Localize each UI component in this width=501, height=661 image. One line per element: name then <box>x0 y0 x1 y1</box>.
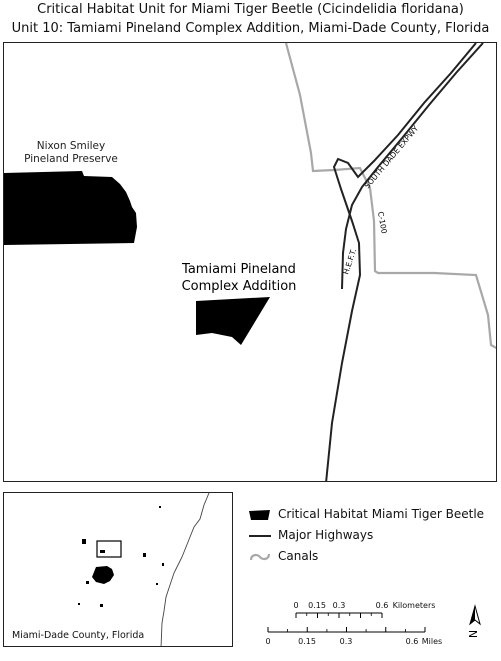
inset-label: Miami-Dade County, Florida <box>12 630 145 641</box>
main-map-svg <box>4 43 496 481</box>
highway-heft <box>325 43 477 481</box>
legend-highway-label: Major Highways <box>278 527 374 542</box>
inset-habitat-speck <box>143 553 146 557</box>
legend-highway-swatch-svg <box>249 534 271 537</box>
main-map-frame[interactable]: Nixon Smiley Pineland Preserve Tamiami P… <box>3 42 497 482</box>
inset-habitat-speck <box>162 563 164 566</box>
inset-habitat-speck <box>159 506 161 508</box>
scale-km-tick-1: 0.15 <box>308 601 326 610</box>
north-arrow-letter: N <box>467 630 480 638</box>
tamiami-pineland-habitat-polygon[interactable] <box>196 297 270 345</box>
legend-canal-swatch <box>248 549 272 563</box>
scale-mi-tick-2: 0.3 <box>339 637 353 646</box>
scale-bar-svg <box>267 612 426 633</box>
inset-habitat-speck <box>100 550 105 553</box>
nixon-smiley-preserve-polygon <box>4 171 137 245</box>
inset-habitat-speck <box>100 604 103 607</box>
inset-locator-box <box>96 540 122 558</box>
inset-habitat-speck <box>86 581 89 584</box>
scale-bar: 0 0.15 0.3 0.6 Kilometers 0 0.15 0.3 0.6… <box>262 598 442 650</box>
legend-item-habitat: Critical Habitat Miami Tiger Beetle <box>248 503 498 524</box>
highway-south-dade-expwy <box>341 43 484 290</box>
inset-habitat-cluster <box>92 566 114 584</box>
label-nixon-line-1: Nixon Smiley <box>36 140 106 152</box>
inset-map-svg <box>78 493 210 646</box>
label-tamiami-line-2: Complex Addition <box>181 279 297 294</box>
inset-habitat-speck <box>82 539 86 544</box>
north-arrow-icon: N <box>466 604 484 644</box>
legend-item-highways: Major Highways <box>248 524 498 545</box>
label-tamiami-pineland: Tamiami Pineland Complex Addition <box>164 261 314 295</box>
legend-habitat-label: Critical Habitat Miami Tiger Beetle <box>278 506 485 521</box>
label-tamiami-line-1: Tamiami Pineland <box>182 262 296 277</box>
scale-mi-tick-0: 0 <box>265 637 271 646</box>
label-nixon-smiley: Nixon Smiley Pineland Preserve <box>18 140 124 166</box>
legend-habitat-swatch-svg <box>249 509 270 520</box>
inset-habitat-speck <box>78 603 80 605</box>
scale-mi-unit: Miles <box>421 637 443 646</box>
legend-habitat-swatch <box>248 507 272 521</box>
canal-c100 <box>284 43 496 350</box>
inset-coastline <box>160 493 210 646</box>
scale-mi-tick-3: 0.6 <box>405 637 419 646</box>
legend-canal-label: Canals <box>278 548 319 563</box>
legend: Critical Habitat Miami Tiger Beetle Majo… <box>248 503 498 566</box>
map-title: Critical Habitat Unit for Miami Tiger Be… <box>0 0 501 40</box>
legend-canal-swatch-svg <box>249 553 271 560</box>
scale-km-tick-3: 0.6 <box>375 601 389 610</box>
scale-km-tick-0: 0 <box>293 601 299 610</box>
map-title-line-1: Critical Habitat Unit for Miami Tiger Be… <box>37 2 464 17</box>
scale-km-tick-2: 0.3 <box>332 601 346 610</box>
scale-km-unit: Kilometers <box>392 601 436 610</box>
legend-item-canals: Canals <box>248 545 498 566</box>
scale-mi-tick-1: 0.15 <box>298 637 316 646</box>
map-title-line-2: Unit 10: Tamiami Pineland Complex Additi… <box>11 21 490 36</box>
inset-locator-map[interactable]: Miami-Dade County, Florida <box>3 492 233 647</box>
inset-habitat-speck <box>156 583 158 585</box>
label-nixon-line-2: Pineland Preserve <box>24 153 118 165</box>
legend-highway-swatch <box>248 528 272 542</box>
north-arrow-svg: N <box>467 604 481 638</box>
